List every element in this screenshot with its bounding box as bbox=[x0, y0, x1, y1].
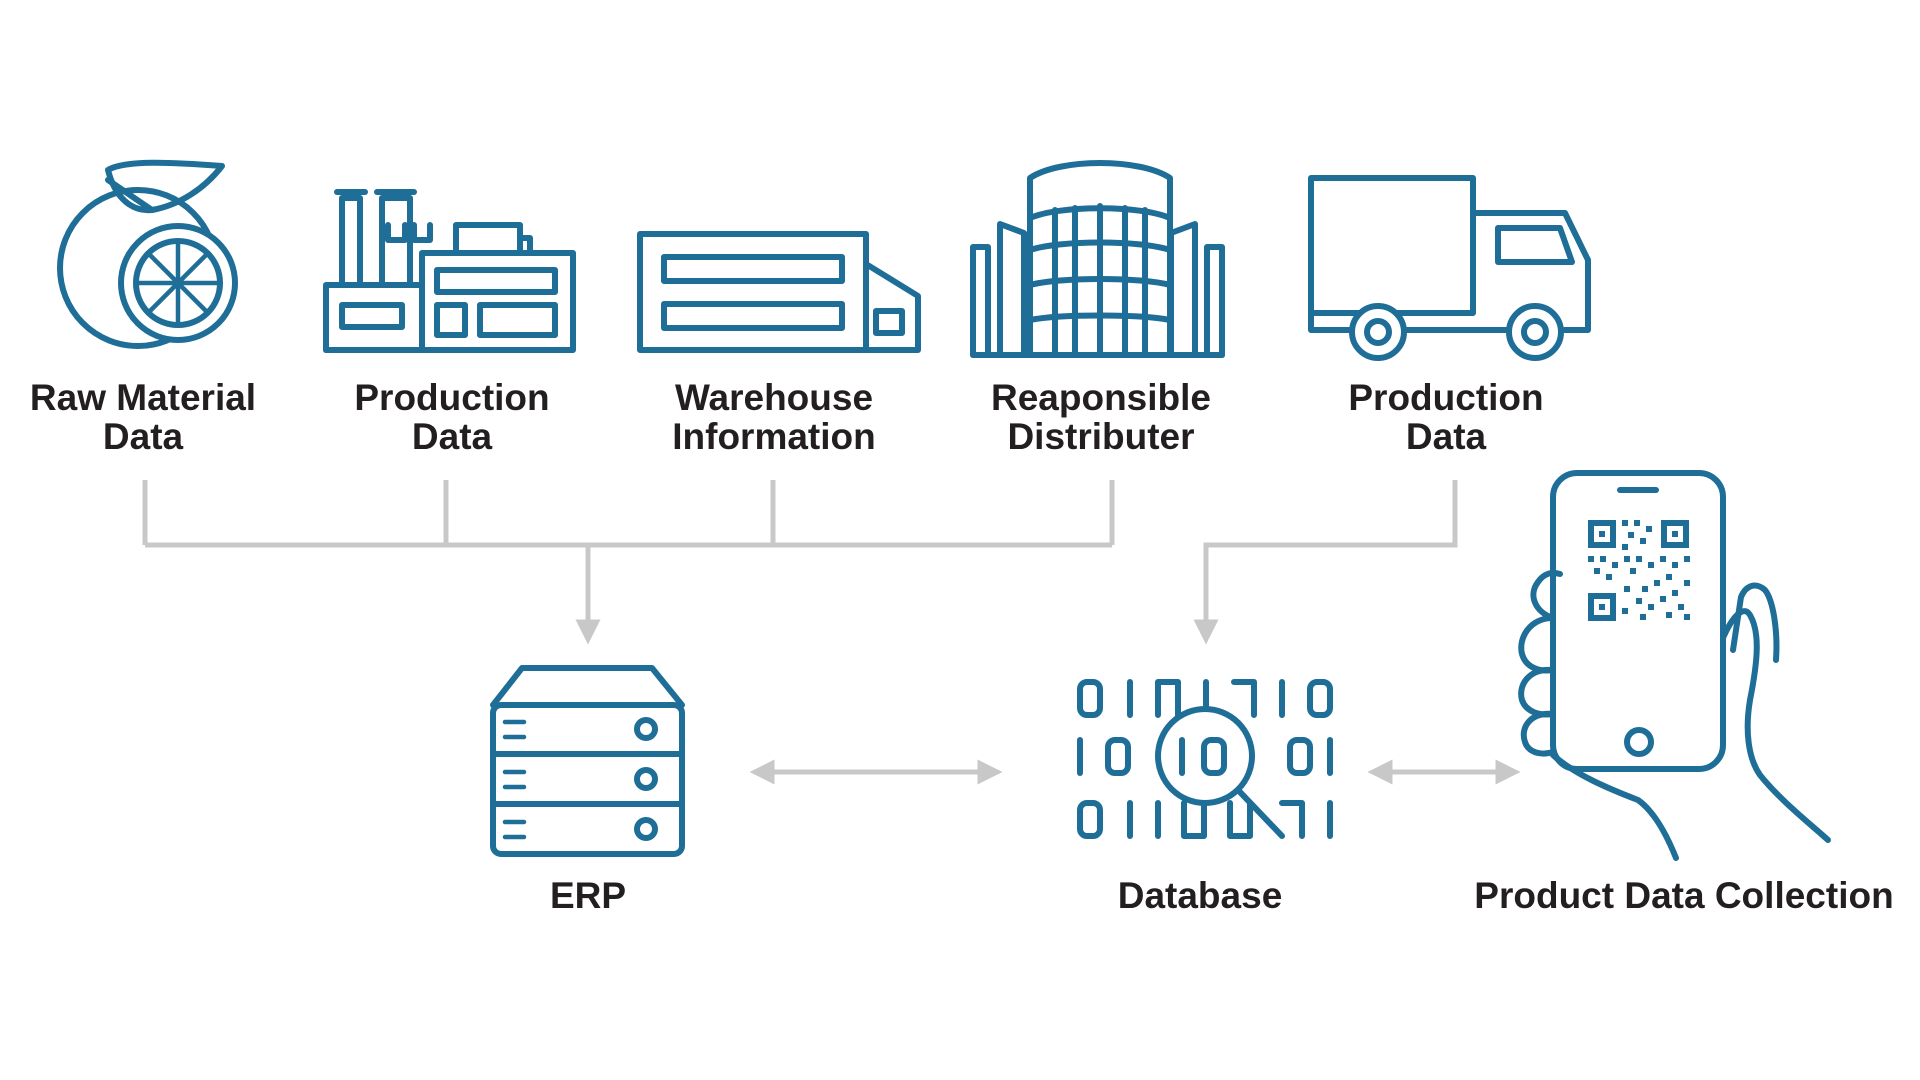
label-line-2: Distributer bbox=[1007, 416, 1195, 457]
qr-code-icon bbox=[1588, 520, 1690, 621]
label-line-2: Data bbox=[1405, 416, 1487, 457]
binary-search-icon bbox=[1077, 679, 1333, 839]
label-text: Product Data Collection bbox=[1474, 875, 1894, 916]
distributor-building-icon bbox=[970, 160, 1225, 358]
label-raw-material: Raw Material Data bbox=[30, 378, 256, 456]
label-product-data-collection: Product Data Collection bbox=[1474, 876, 1893, 915]
label-line-1: Production bbox=[354, 377, 550, 418]
label-line-1: Production bbox=[1348, 377, 1544, 418]
label-line-2: Information bbox=[672, 416, 876, 457]
label-line-1: Raw Material bbox=[29, 377, 257, 418]
label-line-2: Data bbox=[102, 416, 184, 457]
label-line-2: Data bbox=[411, 416, 493, 457]
label-text: ERP bbox=[549, 875, 627, 916]
fruit-icon bbox=[57, 159, 238, 349]
label-distributor: Reaponsible Distributer bbox=[991, 378, 1211, 456]
label-text: Database bbox=[1117, 875, 1283, 916]
warehouse-icon bbox=[637, 231, 921, 353]
arrow-to-database bbox=[1193, 480, 1458, 645]
label-warehouse: Warehouse Information bbox=[672, 378, 875, 456]
label-line-1: Warehouse bbox=[674, 377, 874, 418]
phone-qr-icon bbox=[1518, 470, 1831, 861]
label-line-1: Reaponsible bbox=[991, 377, 1211, 418]
label-production-transport: Production Data bbox=[1348, 378, 1543, 456]
label-production: Production Data bbox=[354, 378, 549, 456]
truck-icon bbox=[1308, 175, 1591, 361]
label-erp: ERP bbox=[550, 876, 626, 915]
factory-icon bbox=[323, 189, 576, 353]
server-icon bbox=[490, 665, 685, 857]
label-database: Database bbox=[1118, 876, 1283, 915]
